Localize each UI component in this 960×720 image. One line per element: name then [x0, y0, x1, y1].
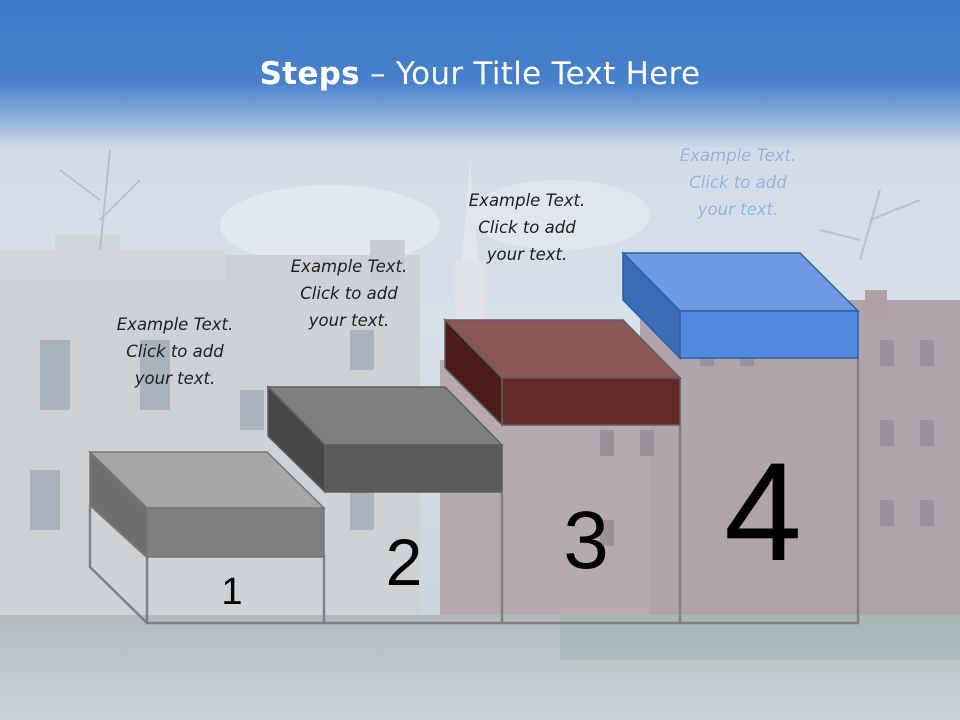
step-3-block[interactable] — [443, 318, 682, 427]
caption-line: Example Text. — [468, 191, 586, 210]
step-4-number: 4 — [724, 433, 802, 590]
caption-line: your text. — [134, 369, 216, 388]
step-4-caption[interactable]: Example Text. Click to add your text. — [648, 142, 828, 223]
step-4-block[interactable] — [621, 251, 860, 360]
caption-line: Example Text. — [290, 257, 408, 276]
caption-line: your text. — [486, 245, 568, 264]
caption-line: Click to add — [126, 342, 224, 361]
page-title[interactable]: Steps – Your Title Text Here — [0, 56, 960, 92]
step-1-number: 1 — [221, 571, 242, 613]
caption-line: your text. — [308, 311, 390, 330]
step-1-caption[interactable]: Example Text. Click to add your text. — [85, 311, 265, 392]
caption-line: Click to add — [300, 284, 398, 303]
step-1-block[interactable] — [88, 450, 326, 559]
caption-line: your text. — [697, 200, 779, 219]
step-2-block[interactable] — [266, 385, 504, 494]
step-3-caption[interactable]: Example Text. Click to add your text. — [437, 187, 617, 268]
caption-line: Example Text. — [116, 315, 234, 334]
caption-line: Click to add — [478, 218, 576, 237]
title-rest: – Your Title Text Here — [359, 56, 701, 92]
caption-line: Example Text. — [679, 146, 797, 165]
title-band — [0, 0, 960, 150]
step-3-number: 3 — [563, 495, 609, 586]
step-2-caption[interactable]: Example Text. Click to add your text. — [259, 253, 439, 334]
caption-line: Click to add — [689, 173, 787, 192]
step-2-number: 2 — [386, 525, 423, 599]
title-bold: Steps — [259, 56, 360, 92]
